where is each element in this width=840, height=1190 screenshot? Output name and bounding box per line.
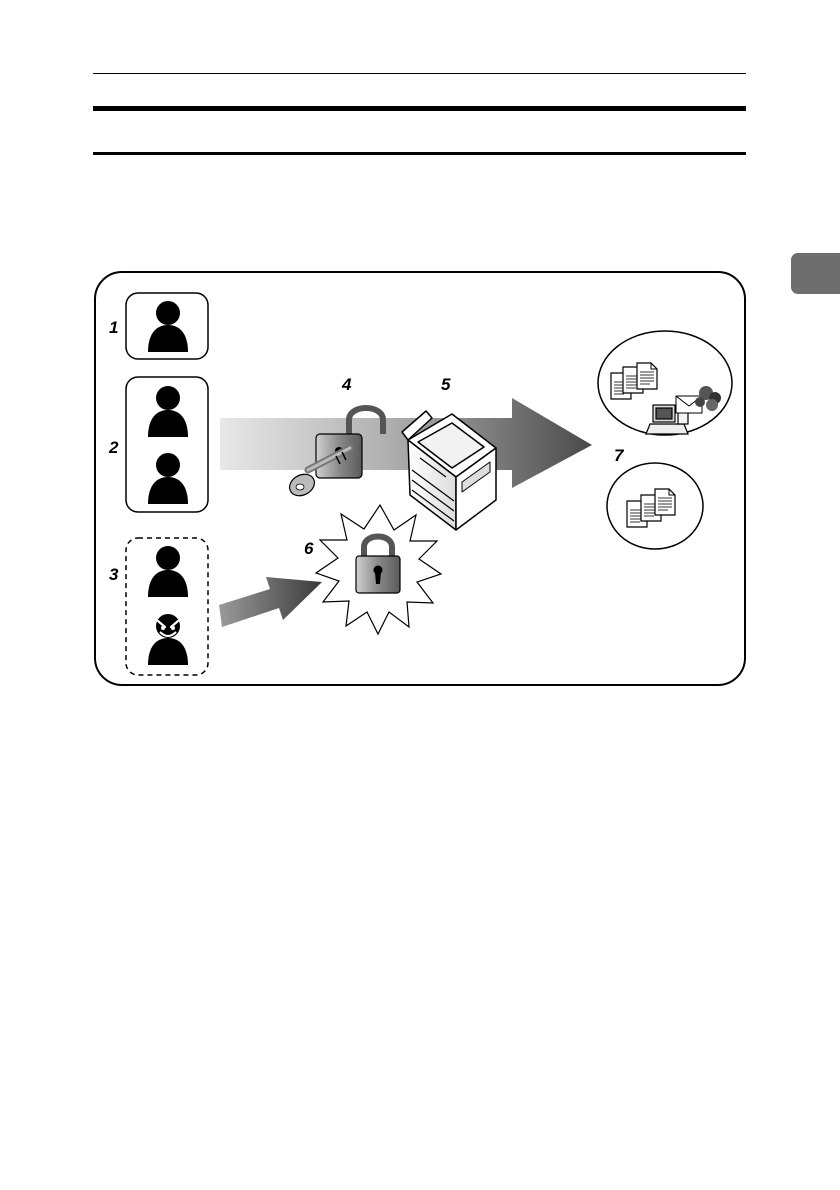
callout-2: 2 [108, 438, 119, 457]
callout-6: 6 [304, 539, 314, 558]
callout-7: 7 [614, 446, 625, 465]
callout-4: 4 [341, 375, 352, 394]
callout-1: 1 [109, 318, 118, 337]
callout-3: 3 [109, 565, 119, 584]
callout-5: 5 [441, 375, 451, 394]
